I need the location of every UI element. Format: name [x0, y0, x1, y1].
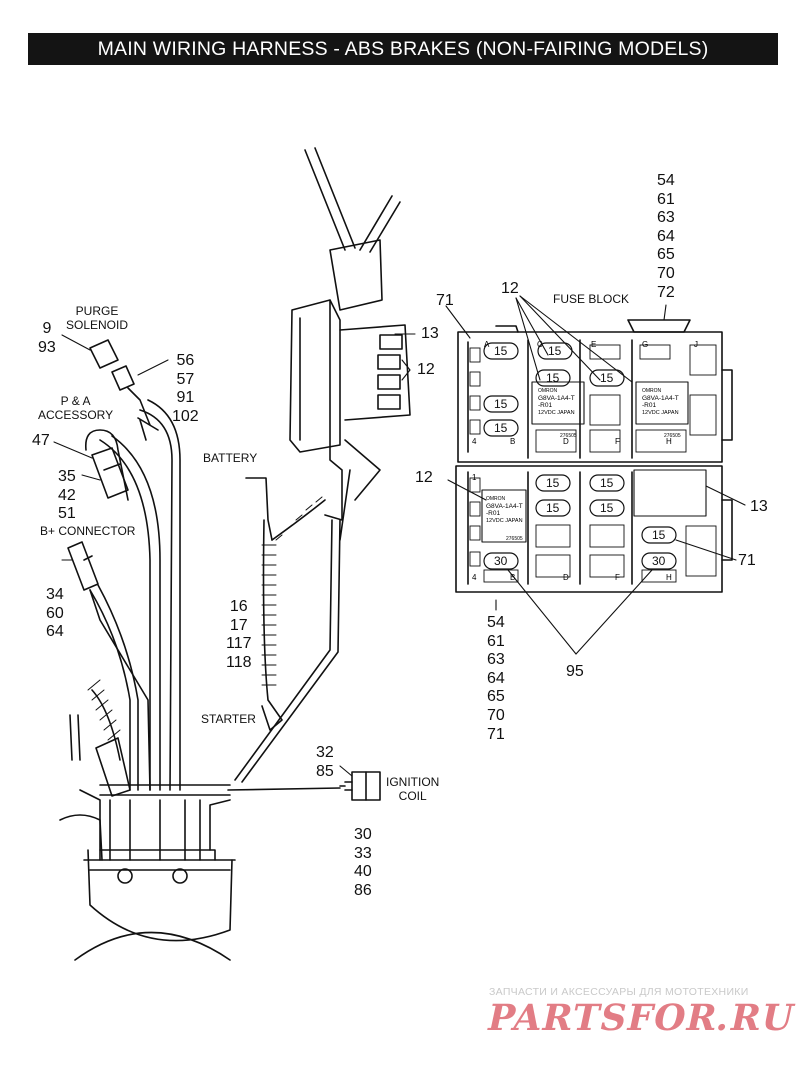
fuse-ovals — [483, 342, 677, 570]
fuse-value: 15 — [494, 344, 508, 358]
relay-part: 276505 — [664, 433, 681, 439]
fuse-block-leaders — [445, 295, 746, 655]
column-letter: D — [563, 437, 569, 446]
callout-95: 95 — [566, 663, 584, 680]
b-plus-connector-label: B+ CONNECTOR — [40, 524, 136, 538]
relay-label: -R01 — [486, 510, 500, 517]
callout-ignition-bottom: 30 33 40 86 — [354, 826, 372, 899]
callout-71-right: 71 — [738, 552, 756, 569]
harness-trunk — [89, 399, 341, 861]
diagram-title: MAIN WIRING HARNESS - ABS BRAKES (NON-FA… — [97, 38, 709, 60]
callout-12-module: 12 — [417, 361, 435, 378]
leader-lines — [53, 333, 416, 777]
callout-12-top: 12 — [501, 280, 519, 297]
relay-label: G8VA-1A4-T — [642, 395, 679, 402]
relay-maker: OMRON — [486, 496, 506, 502]
watermark-tagline: ЗАПЧАСТИ И АКСЕССУАРЫ ДЛЯ МОТОТЕХНИКИ — [489, 986, 749, 998]
callout-fuse-block-top: 54 61 63 64 65 70 72 — [657, 172, 675, 301]
column-letter: C — [537, 340, 543, 349]
watermark-logo: PARTSFOR.RU — [483, 997, 799, 1039]
fuse-block-detail — [469, 344, 717, 583]
b-plus-connector — [67, 541, 151, 791]
relay-maker: OMRON — [538, 388, 558, 394]
column-letter: E — [591, 340, 596, 349]
column-letter: F — [615, 573, 620, 582]
starter-label: STARTER — [201, 712, 256, 726]
relay-label: 12VDC JAPAN — [538, 410, 575, 416]
callout-13-right: 13 — [750, 498, 768, 515]
column-letter: J — [694, 340, 698, 349]
callout-pa-accessory: 47 — [32, 432, 50, 449]
column-letter: B — [510, 573, 515, 582]
callout-pa-connector: 35 42 51 — [58, 468, 76, 523]
relay-label: -R01 — [642, 402, 656, 409]
fuse-value: 15 — [600, 476, 614, 490]
row-number: 1 — [472, 473, 477, 482]
battery-label: BATTERY — [203, 451, 258, 465]
relay-label: -R01 — [538, 402, 552, 409]
relay-label: G8VA-1A4-T — [486, 503, 523, 510]
column-letter: D — [563, 573, 569, 582]
column-letter: F — [615, 437, 620, 446]
purge-solenoid-label: PURGE SOLENOID — [66, 304, 129, 332]
relay-label: 12VDC JAPAN — [486, 518, 523, 524]
callout-ignition-top: 32 85 — [316, 744, 334, 780]
lower-frame — [59, 689, 236, 961]
column-letter: B — [510, 437, 515, 446]
relay-part: 276505 — [560, 433, 577, 439]
column-letter: H — [666, 573, 672, 582]
fuse-block-text: 15 15 15 15 15 15 15 15 15 15 30 15 30 O… — [472, 340, 698, 582]
ignition-coil-label: IGNITION COIL — [386, 775, 440, 803]
relay-label: G8VA-1A4-T — [538, 395, 575, 402]
callout-fuse-block-bottom: 54 61 63 64 65 70 71 — [487, 614, 505, 743]
fuse-value: 30 — [494, 554, 508, 568]
relay-maker: OMRON — [642, 388, 662, 394]
callout-12-left: 12 — [415, 469, 433, 486]
fuse-block-label: FUSE BLOCK — [553, 292, 630, 306]
fuse-value: 15 — [546, 501, 560, 515]
column-letter: G — [642, 340, 648, 349]
callout-purge-line: 56 57 91 102 — [172, 352, 199, 425]
pa-accessory-label: P & A ACCESSORY — [38, 394, 114, 422]
pa-accessory-connector — [84, 429, 129, 501]
row-number: 4 — [472, 437, 477, 446]
fuse-value: 15 — [546, 476, 560, 490]
callout-battery-cable: 16 17 117 118 — [226, 598, 252, 671]
row-number: 4 — [472, 573, 477, 582]
title-bar: MAIN WIRING HARNESS - ABS BRAKES (NON-FA… — [28, 33, 778, 65]
frame-tubes — [304, 147, 401, 253]
fuse-value: 15 — [494, 421, 508, 435]
callout-71-top: 71 — [436, 292, 454, 309]
fuse-block-relays — [481, 381, 707, 543]
relay-part: 276505 — [506, 536, 523, 542]
battery-cable — [245, 477, 326, 731]
purge-connectors — [89, 339, 159, 441]
callout-b-plus: 34 60 64 — [46, 586, 64, 641]
fuse-block-outline — [455, 319, 733, 593]
abs-module-outline — [289, 239, 411, 541]
battery-cable-coil — [87, 496, 323, 741]
fuse-value: 15 — [546, 371, 560, 385]
fuse-value: 30 — [652, 554, 666, 568]
callout-purge-solenoid: 9 93 — [38, 320, 56, 356]
column-letter: A — [484, 340, 490, 349]
column-letter: H — [666, 437, 672, 446]
callout-13-module: 13 — [421, 325, 439, 342]
relay-label: 12VDC JAPAN — [642, 410, 679, 416]
fuse-value: 15 — [600, 371, 614, 385]
fuse-value: 15 — [652, 528, 666, 542]
fuse-value: 15 — [600, 501, 614, 515]
ignition-coil-connector — [339, 771, 381, 801]
fuse-value: 15 — [494, 397, 508, 411]
fuse-value: 15 — [548, 344, 562, 358]
